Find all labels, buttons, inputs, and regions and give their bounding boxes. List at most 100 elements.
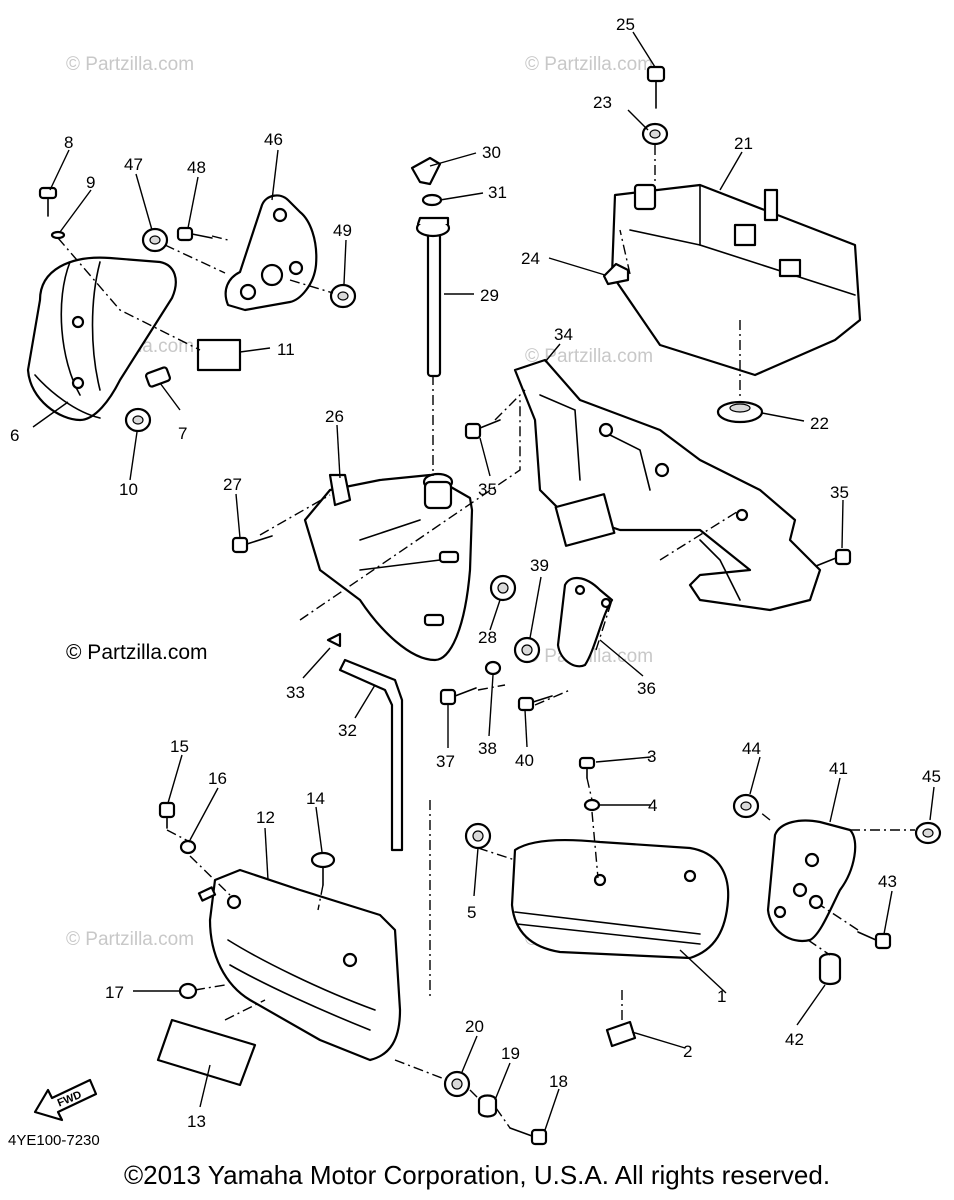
frame-bracket-34 [513,358,822,612]
damper-42 [818,952,842,986]
callout-28: 28 [478,628,497,647]
damper-7 [145,366,171,388]
leader-lines [32,31,935,1131]
callout-35b: 35 [830,483,849,502]
grommet-39 [513,636,541,664]
grommet-5 [464,822,492,850]
bracket-36 [556,577,614,668]
screw-3 [578,756,596,779]
grommet-20 [443,1070,471,1098]
side-cover-1 [510,838,730,960]
callout-7: 7 [178,424,187,443]
watermark-6: © Partzilla.com [66,929,194,950]
callout-22: 22 [810,414,829,433]
callout-6: 6 [10,426,19,445]
callout-35a: 35 [478,480,497,499]
elbow-30 [410,156,442,186]
hose-32 [338,658,404,852]
diagram-code: 4YE100-7230 [8,1132,100,1149]
callout-40: 40 [515,751,534,770]
label-13 [156,1018,257,1087]
headlight-cover [26,256,177,422]
bolt-48 [176,226,213,242]
callout-2: 2 [683,1042,692,1061]
bolt-37 [439,687,477,706]
callout-20: 20 [465,1017,484,1036]
callout-5: 5 [467,903,476,922]
bolt-25 [646,65,666,109]
grommet-45 [914,821,942,845]
callout-15: 15 [170,737,189,756]
fwd-arrow-icon: FWD [33,1078,98,1122]
screw-40 [517,695,553,712]
callout-27: 27 [223,475,242,494]
callout-36: 36 [637,679,656,698]
callout-44: 44 [742,739,761,758]
callout-1: 1 [717,987,726,1006]
bolt-35b [815,548,852,567]
collar-38 [484,660,502,676]
bolt-35a [464,419,501,440]
copyright-notice: ©2013 Yamaha Motor Corporation, U.S.A. A… [123,1160,831,1190]
label-11 [196,338,242,372]
callout-31: 31 [488,183,507,202]
collar-19 [477,1094,498,1118]
callout-12: 12 [256,808,275,827]
damper-2 [605,1020,637,1048]
callout-18: 18 [549,1072,568,1091]
callout-11: 11 [277,340,295,359]
bolt-43 [857,931,892,950]
callout-9: 9 [86,173,95,192]
bolt-27 [231,535,273,554]
grommet-47 [141,227,169,253]
callout-25: 25 [616,15,635,34]
callout-26: 26 [325,407,344,426]
bolt-8 [38,186,58,217]
grommet-10 [124,407,152,433]
callout-37: 37 [436,752,455,771]
watermark-1: © Partzilla.com [66,54,194,75]
callout-13: 13 [187,1112,206,1131]
washer-16 [179,839,197,855]
bracket-46 [224,194,318,312]
callout-4: 4 [648,796,657,815]
callout-34: 34 [554,325,573,344]
callout-24: 24 [521,249,540,268]
callout-39: 39 [530,556,549,575]
grommet-28 [489,574,517,602]
callout-10: 10 [119,480,138,499]
callout-3: 3 [647,747,656,766]
reservoir-tank-26 [303,472,474,662]
grommet-49 [329,283,357,309]
callout-46: 46 [264,130,283,149]
callout-29: 29 [480,286,499,305]
callout-labels: 1 2 3 4 5 6 7 8 9 10 11 12 13 14 15 16 1… [10,15,941,1131]
callout-14: 14 [306,789,325,808]
bolt-15 [158,801,176,829]
callout-17: 17 [105,983,124,1002]
callout-30: 30 [482,143,501,162]
washer-9 [50,230,66,240]
callout-43: 43 [878,872,897,891]
callout-21: 21 [734,134,753,153]
side-watermark: © Partzilla.com [66,641,208,664]
alignment-lines [57,145,915,1129]
callout-8: 8 [64,133,73,152]
clamp-31 [421,193,443,207]
callout-38: 38 [478,739,497,758]
callout-19: 19 [501,1044,520,1063]
callout-47: 47 [124,155,143,174]
battery-box-21 [610,183,862,377]
watermark-2: © Partzilla.com [525,54,653,75]
clip-33 [326,632,342,648]
callout-32: 32 [338,721,357,740]
nut-17 [178,982,198,1000]
callout-16: 16 [208,769,227,788]
watermark-4: © Partzilla.com [525,346,653,367]
damper-23 [641,122,669,146]
breather-pipe-29 [415,216,451,378]
bolt-18 [509,1127,548,1146]
damper-22 [716,400,764,424]
callout-41: 41 [829,759,848,778]
